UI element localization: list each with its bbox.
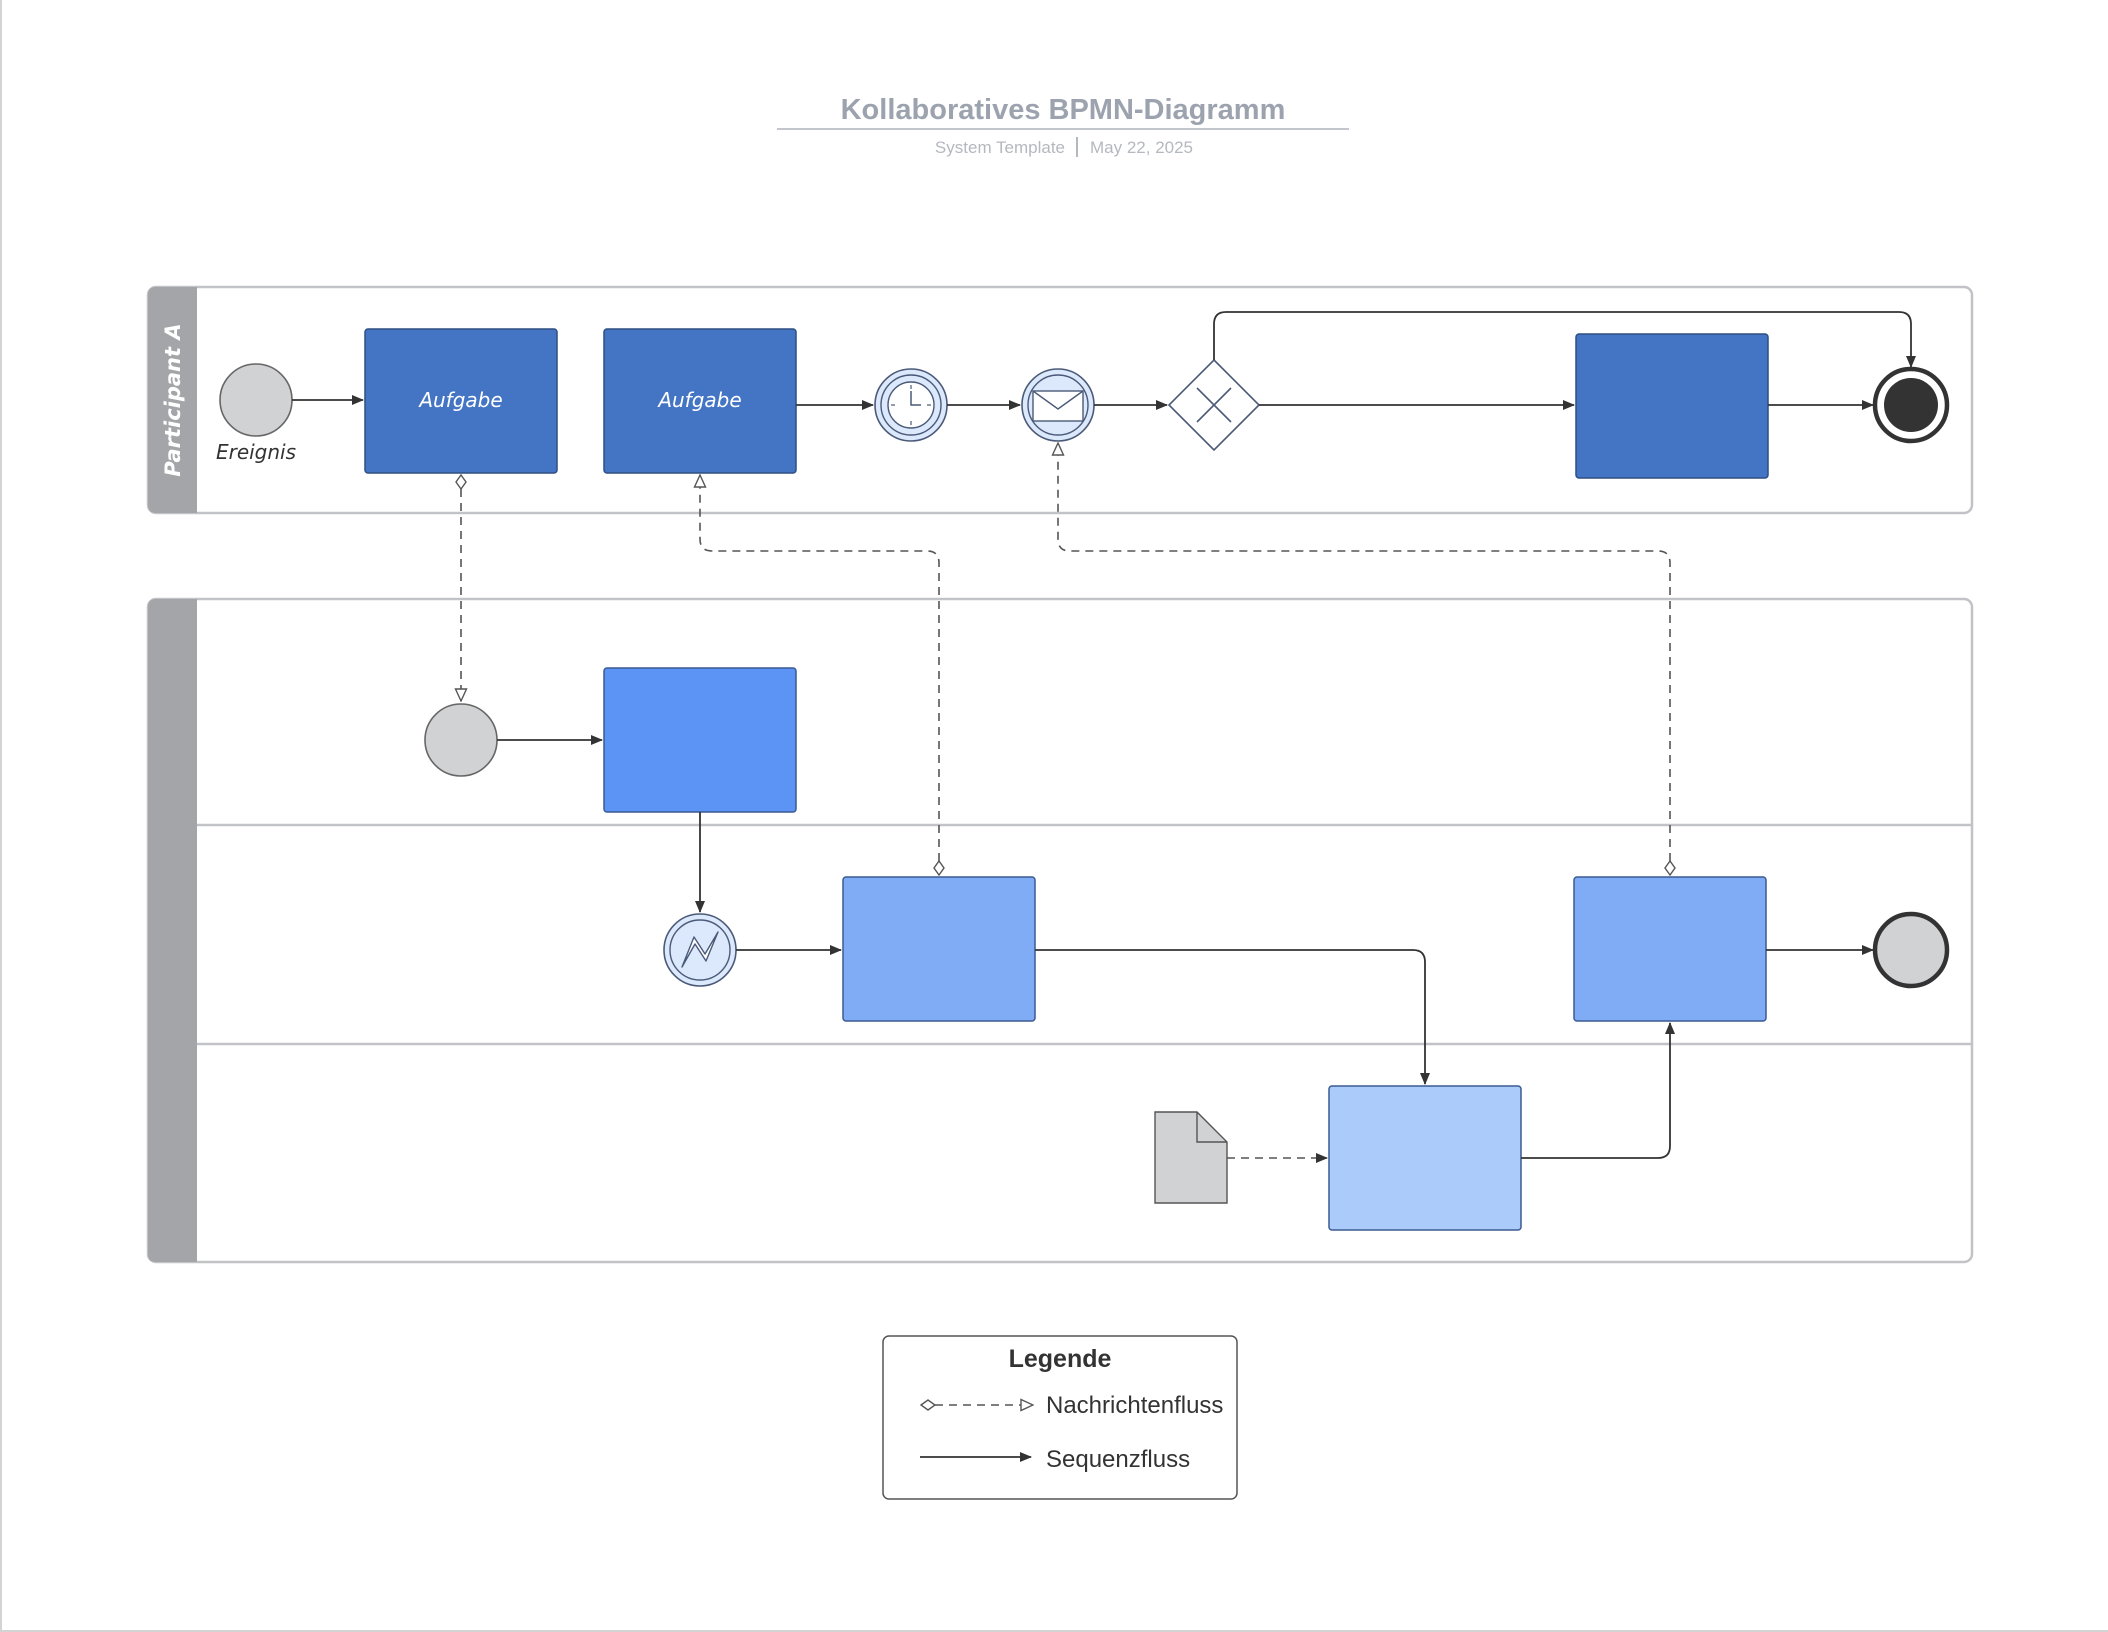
signal-event[interactable]: [663, 913, 737, 987]
task-label: Aufgabe: [656, 388, 741, 412]
page-title: Kollaboratives BPMN-Diagramm: [841, 94, 1286, 126]
start-event-label: Ereignis: [216, 440, 296, 464]
task-lane2a[interactable]: [842, 876, 1036, 1022]
task-3[interactable]: [1575, 333, 1769, 479]
task-lane1[interactable]: [603, 667, 797, 813]
message-event[interactable]: [1021, 368, 1095, 442]
end-event[interactable]: [1872, 366, 1950, 444]
task-label: Aufgabe: [417, 388, 502, 412]
sequence-flow[interactable]: [1035, 949, 1430, 1085]
template-name: System Template: [935, 138, 1065, 157]
lightning-icon: [681, 931, 719, 968]
template-date: May 22, 2025: [1090, 138, 1193, 157]
legend-sequence-flow-label: Sequenzfluss: [1046, 1446, 1190, 1473]
task-lane3[interactable]: [1328, 1085, 1522, 1231]
end-event[interactable]: [1872, 911, 1950, 989]
start-event[interactable]: [219, 363, 293, 437]
task-lane2b[interactable]: [1573, 876, 1767, 1022]
sequence-flow[interactable]: [1521, 1022, 1675, 1159]
pool-a-label: Participant A: [161, 323, 185, 476]
pool-b-header: [148, 599, 197, 1262]
timer-event[interactable]: [874, 368, 948, 442]
legend: Legende Nachrichtenfluss Sequenzfluss: [882, 1335, 1238, 1500]
envelope-icon: [1032, 390, 1084, 422]
sequence-flow[interactable]: [1213, 311, 1916, 368]
x-icon: [1196, 387, 1232, 423]
task-aufgabe-1[interactable]: Aufgabe: [364, 328, 558, 474]
task-aufgabe-2[interactable]: Aufgabe: [603, 328, 797, 474]
clock-icon: [887, 381, 935, 429]
legend-title: Legende: [1009, 1345, 1112, 1373]
start-event[interactable]: [424, 703, 498, 777]
legend-message-flow-label: Nachrichtenfluss: [1046, 1392, 1223, 1419]
pool-a-header: [148, 287, 197, 513]
message-flow[interactable]: [700, 475, 939, 875]
data-object[interactable]: [1154, 1111, 1228, 1204]
